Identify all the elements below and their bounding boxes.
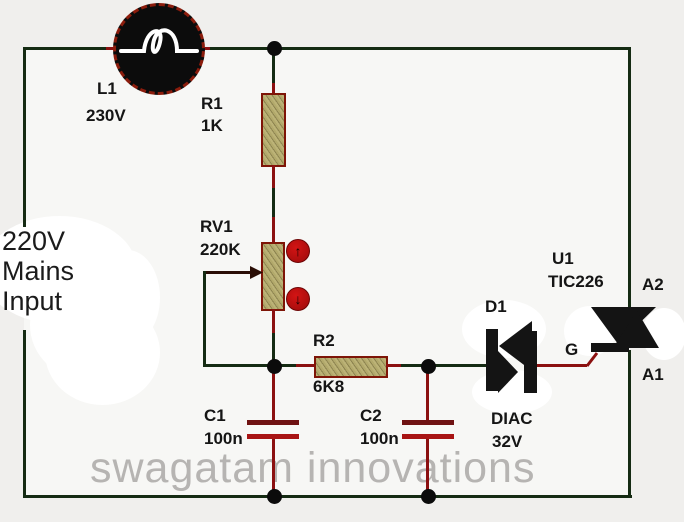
junction-dot (421, 359, 436, 374)
c1-pin-bottom (272, 439, 275, 497)
potentiometer-rv1-body[interactable] (261, 242, 285, 311)
mains-line-1: 220V (2, 226, 66, 256)
label-terminal-a2: A2 (642, 275, 664, 294)
capacitor-c2-plate (402, 434, 454, 439)
whiteout-blob-triac (642, 308, 684, 360)
lamp-symbol (113, 3, 205, 95)
label-c2-ref: C2 (360, 406, 382, 425)
capacitor-c1-plate (247, 434, 299, 439)
whiteout-blob-diac (472, 370, 552, 414)
whiteout-blob-mains (95, 250, 160, 345)
wire-c2-diac (428, 364, 488, 367)
junction-dot (421, 489, 436, 504)
mains-line-3: Input (2, 286, 63, 316)
lamp-pin-left (106, 47, 118, 50)
resistor-r1-body (261, 93, 286, 167)
wire-rv1-junction (272, 333, 275, 367)
wire-r1-rv1 (272, 188, 275, 219)
r2-pin-left (296, 364, 315, 367)
label-r2-ref: R2 (313, 331, 335, 350)
wire-top-rail (210, 47, 631, 50)
wire-diac-gate (536, 364, 587, 367)
mains-input-annotation: 220V Mains Input (2, 226, 74, 316)
pot-decrease-button[interactable]: ↓ (286, 287, 310, 311)
wire-left-rail (23, 47, 26, 227)
wire-bottom-rail (23, 495, 632, 498)
wire-left-rail (23, 330, 26, 498)
c1-pin-top (272, 366, 275, 422)
mains-line-2: Mains (2, 256, 75, 286)
c2-pin-top (426, 366, 429, 422)
label-u1-ref: U1 (552, 249, 574, 268)
label-c2-value: 100n (360, 429, 399, 448)
label-r2-value: 6K8 (313, 377, 345, 396)
label-d1-type: DIAC (491, 409, 533, 428)
wire-wiper-vertical (203, 271, 206, 367)
junction-dot (267, 41, 282, 56)
wire-top-rail (23, 47, 111, 50)
label-c1-ref: C1 (204, 406, 226, 425)
label-l1-value: 230V (86, 106, 126, 125)
r2-pin-right (386, 364, 403, 367)
label-rv1-value: 220K (200, 240, 241, 259)
wire-junction-r2 (275, 364, 298, 367)
pot-increase-button[interactable]: ↑ (286, 239, 310, 263)
rv1-pin-bottom (272, 309, 275, 334)
wire-r2-c2 (401, 364, 430, 367)
wire-wiper-horizontal (203, 364, 277, 367)
label-r1-ref: R1 (201, 94, 223, 113)
label-r1-value: 1K (201, 116, 223, 135)
wire-r1-top (272, 47, 275, 85)
label-d1-ref: D1 (485, 297, 507, 316)
c2-pin-bottom (426, 439, 429, 497)
label-rv1-ref: RV1 (200, 217, 233, 236)
wire-right-rail (628, 350, 631, 497)
label-d1-value: 32V (492, 432, 523, 451)
resistor-r2-body (314, 356, 388, 378)
label-u1-value: TIC226 (548, 272, 604, 291)
r1-pin-bottom (272, 165, 275, 189)
junction-dot (267, 359, 282, 374)
r1-pin-top (272, 83, 275, 94)
junction-dot (267, 489, 282, 504)
label-terminal-g: G (565, 340, 579, 359)
wire-right-rail (628, 47, 631, 309)
watermark-text: swagatam innovations (90, 444, 536, 492)
capacitor-c2-plate (402, 420, 454, 425)
label-l1-ref: L1 (97, 79, 117, 98)
label-c1-value: 100n (204, 429, 243, 448)
capacitor-c1-plate (247, 420, 299, 425)
label-terminal-a1: A1 (642, 365, 664, 384)
lamp-pin-right (200, 47, 213, 50)
rv1-pin-top (272, 217, 275, 243)
